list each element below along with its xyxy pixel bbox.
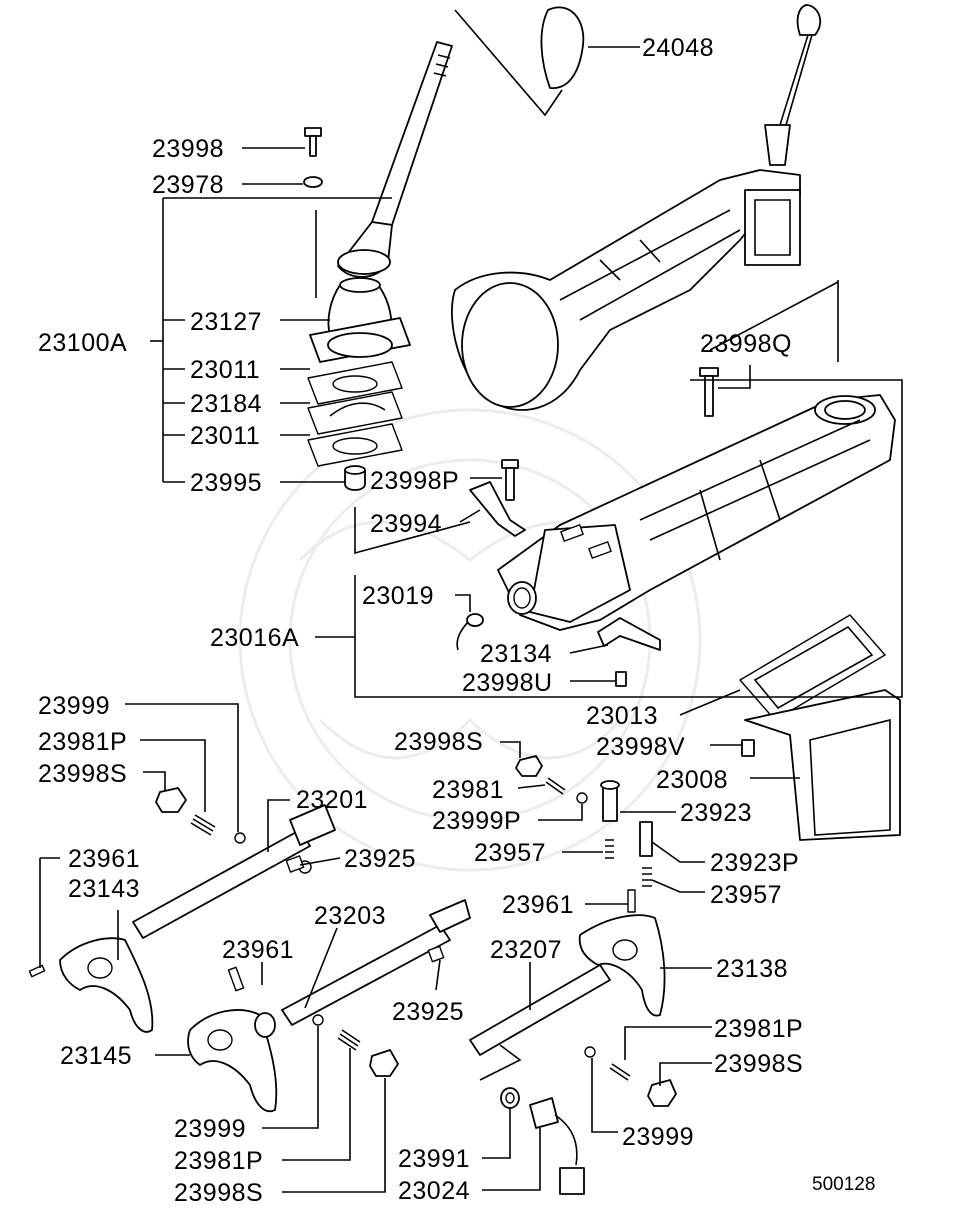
part-label-23998[interactable]: 23998 xyxy=(152,135,224,163)
part-label-23134[interactable]: 23134 xyxy=(480,640,552,668)
part-label-23978[interactable]: 23978 xyxy=(152,171,224,199)
part-label-23013[interactable]: 23013 xyxy=(586,702,658,730)
part-label-23925-lower[interactable]: 23925 xyxy=(392,998,464,1026)
part-label-23999-right[interactable]: 23999 xyxy=(622,1123,694,1151)
part-label-23981[interactable]: 23981 xyxy=(432,776,504,804)
part-label-23203[interactable]: 23203 xyxy=(314,902,386,930)
shift-lever-assembly xyxy=(303,6,585,491)
part-label-23011-lower[interactable]: 23011 xyxy=(190,422,260,450)
part-label-23998v[interactable]: 23998V xyxy=(596,733,685,761)
part-label-23999-bottom[interactable]: 23999 xyxy=(174,1115,246,1143)
part-label-23008[interactable]: 23008 xyxy=(656,766,728,794)
diagram-id: 500128 xyxy=(812,1174,875,1195)
part-label-23100a[interactable]: 23100A xyxy=(38,329,127,357)
part-label-23207[interactable]: 23207 xyxy=(490,936,562,964)
part-label-24048[interactable]: 24048 xyxy=(642,34,714,62)
part-label-23998s-right[interactable]: 23998S xyxy=(714,1050,803,1078)
shift-housing-assembly xyxy=(456,367,896,687)
part-label-23998p[interactable]: 23998P xyxy=(370,467,459,495)
part-label-23991[interactable]: 23991 xyxy=(398,1145,470,1173)
part-label-23016a[interactable]: 23016A xyxy=(210,624,299,652)
part-label-23995[interactable]: 23995 xyxy=(190,469,262,497)
part-label-23994[interactable]: 23994 xyxy=(370,510,442,538)
part-label-23011-upper[interactable]: 23011 xyxy=(190,356,260,384)
part-label-23957-right[interactable]: 23957 xyxy=(710,881,782,909)
part-label-23184[interactable]: 23184 xyxy=(190,390,262,418)
shift-rails-and-forks xyxy=(28,755,677,1195)
part-label-23981p-top[interactable]: 23981P xyxy=(38,728,127,756)
part-label-23145[interactable]: 23145 xyxy=(60,1042,132,1070)
part-label-23961-right[interactable]: 23961 xyxy=(502,891,574,919)
part-label-23961-left[interactable]: 23961 xyxy=(68,845,140,873)
part-label-23019[interactable]: 23019 xyxy=(362,582,434,610)
part-label-23201[interactable]: 23201 xyxy=(296,786,368,814)
part-labels: 24048 23998 23978 23100A 23127 23011 231… xyxy=(38,34,875,1207)
part-label-23925-upper[interactable]: 23925 xyxy=(344,845,416,873)
leader-lines xyxy=(39,46,903,1193)
part-label-23998q[interactable]: 23998Q xyxy=(700,330,792,358)
part-label-23999p[interactable]: 23999P xyxy=(432,807,521,835)
part-label-23961-middle[interactable]: 23961 xyxy=(222,936,294,964)
transmission-illustration xyxy=(451,4,822,411)
part-label-23923[interactable]: 23923 xyxy=(680,799,752,827)
part-label-23024[interactable]: 23024 xyxy=(398,1177,470,1205)
part-label-23998s-top[interactable]: 23998S xyxy=(38,760,127,788)
cover-and-gasket xyxy=(739,614,901,841)
part-label-23957-left[interactable]: 23957 xyxy=(474,839,546,867)
part-label-23981p-bottom[interactable]: 23981P xyxy=(174,1147,263,1175)
part-label-23143[interactable]: 23143 xyxy=(68,875,140,903)
part-label-23127[interactable]: 23127 xyxy=(190,308,262,336)
part-label-23998u[interactable]: 23998U xyxy=(462,669,553,697)
part-label-23923p[interactable]: 23923P xyxy=(710,849,799,877)
part-label-23138[interactable]: 23138 xyxy=(716,955,788,983)
part-label-23999-top[interactable]: 23999 xyxy=(38,692,110,720)
part-label-23998s-bottom[interactable]: 23998S xyxy=(174,1179,263,1207)
part-label-23998s-middle[interactable]: 23998S xyxy=(394,728,483,756)
part-label-23981p-right[interactable]: 23981P xyxy=(714,1015,803,1043)
